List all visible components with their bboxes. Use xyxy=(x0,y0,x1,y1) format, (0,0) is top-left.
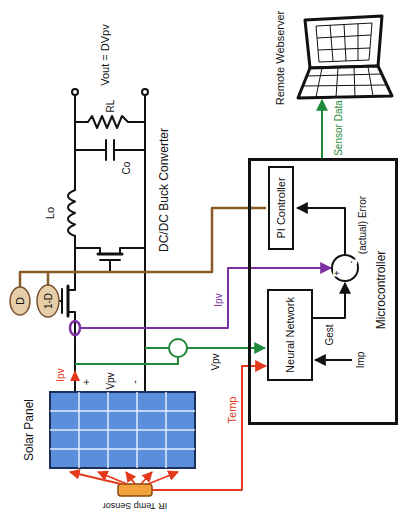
node-label: Microcontroller xyxy=(375,250,388,331)
signal-name: Imp xyxy=(355,351,366,370)
part-name: Co xyxy=(121,161,132,176)
buck-converter xyxy=(59,89,148,392)
node-label: Neural Network xyxy=(284,296,296,374)
ir-sensor-body xyxy=(118,484,152,496)
current-sensor xyxy=(70,321,80,335)
voltage-formula: Vout = DVpv xyxy=(99,23,111,86)
connector xyxy=(321,100,323,158)
block-title: DC/DC Buck Converter xyxy=(158,127,171,253)
gate-signal-wire xyxy=(20,208,266,287)
infrared-rays xyxy=(70,472,178,484)
node-label: PI Controller xyxy=(275,176,287,239)
summing-junction xyxy=(332,255,358,281)
voltage-wire xyxy=(75,348,178,364)
part-name: RL xyxy=(105,99,116,114)
terminal-sign: + xyxy=(80,378,92,386)
neural-network-box: Neural Network xyxy=(267,289,313,381)
edge-label: Temp xyxy=(226,396,238,425)
gate-oval xyxy=(37,285,59,317)
voltage-wire xyxy=(187,347,265,349)
solar-panel-grid xyxy=(50,392,195,468)
terminal-sign: - xyxy=(128,379,140,385)
microcontroller-box: Microcontroller PI ControllerNeural Netwo… xyxy=(248,158,398,425)
current-arrow xyxy=(70,370,80,381)
edge-label: Sensor Data xyxy=(333,99,344,157)
voltmeter-symbol xyxy=(169,339,187,357)
node-label: IR Temp Sensor xyxy=(102,500,168,510)
sign-label: - xyxy=(347,260,357,265)
solar-panel: Solar Panel xyxy=(50,392,195,468)
part-name: Lo xyxy=(44,206,56,220)
node-label: Solar Panel xyxy=(23,398,36,462)
ir-temp-sensor: IR Temp Sensor xyxy=(118,484,152,496)
duty-label: 1-D xyxy=(43,292,54,310)
signal-name: (actual) Error xyxy=(357,195,368,255)
signal-arrows xyxy=(297,208,352,360)
signal-name: Vpv xyxy=(210,352,221,371)
gate-oval xyxy=(10,287,30,315)
sign-label: + xyxy=(333,269,343,276)
signal-name: Gest xyxy=(324,323,335,346)
webserver-laptop: Remote Webserver xyxy=(295,15,390,100)
duty-label: D xyxy=(14,296,26,306)
solar-cells xyxy=(50,392,195,468)
laptop-illustration xyxy=(298,16,392,98)
signal-name: Ipv xyxy=(213,292,224,307)
signal-name: Ipv xyxy=(55,367,66,382)
pi-controller-box: PI Controller xyxy=(268,166,294,250)
signal-name: Vpv xyxy=(105,371,116,390)
node-label: Remote Webserver xyxy=(274,10,286,107)
